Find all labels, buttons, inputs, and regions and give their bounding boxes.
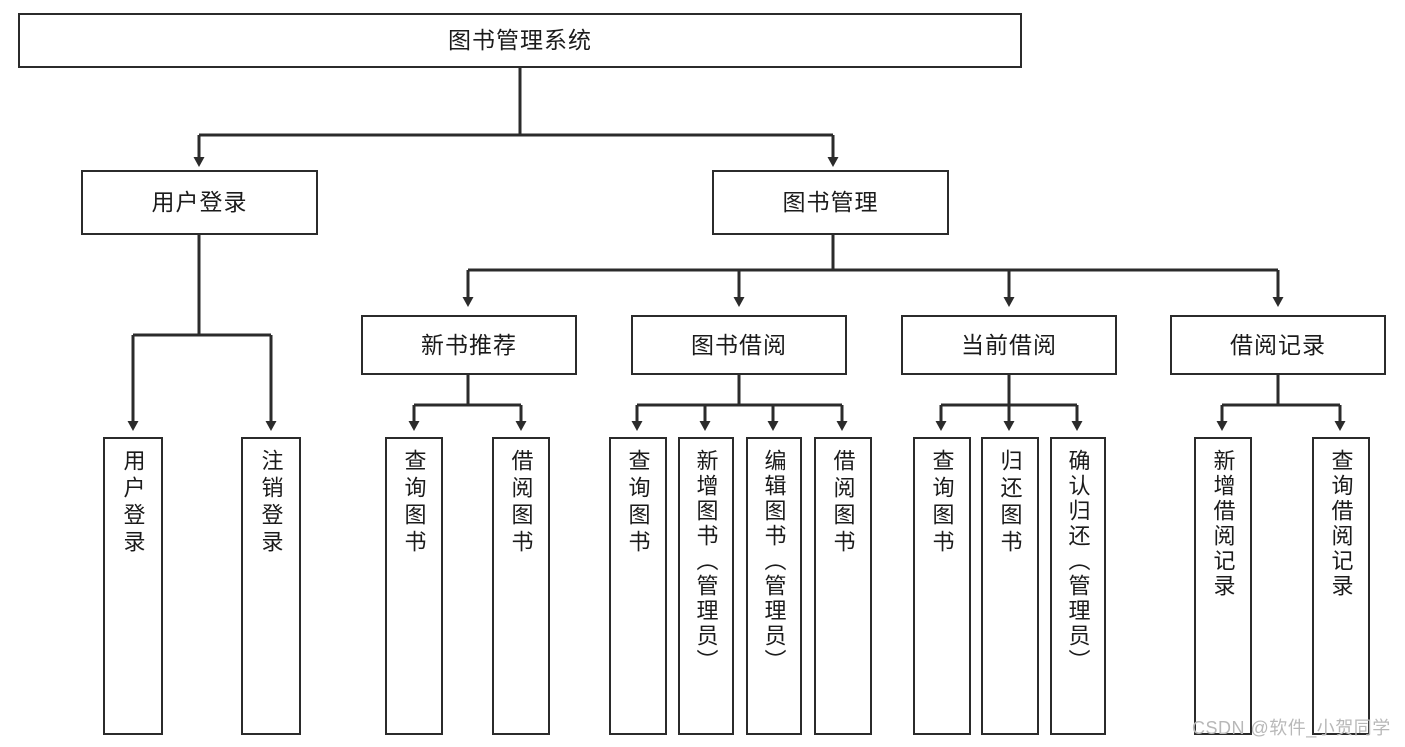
leaf-confirm-return-admin-label: 确认归还（管理员） bbox=[1065, 449, 1091, 674]
leaf-logout[interactable]: 注销登录 bbox=[241, 437, 301, 735]
node-root[interactable]: 图书管理系统 bbox=[18, 13, 1022, 68]
leaf-borrow-book-label: 借阅图书 bbox=[830, 449, 856, 557]
leaf-current-query-book[interactable]: 查询图书 bbox=[913, 437, 971, 735]
node-book-borrow[interactable]: 图书借阅 bbox=[631, 315, 847, 375]
leaf-logout-label: 注销登录 bbox=[258, 449, 284, 557]
node-root-label: 图书管理系统 bbox=[448, 27, 592, 54]
leaf-edit-book-admin-label: 编辑图书（管理员） bbox=[761, 449, 787, 674]
node-current-borrow-label: 当前借阅 bbox=[961, 331, 1057, 358]
leaf-new-book-query[interactable]: 查询图书 bbox=[385, 437, 443, 735]
leaf-edit-book-admin[interactable]: 编辑图书（管理员） bbox=[746, 437, 802, 735]
leaf-add-book-admin[interactable]: 新增图书（管理员） bbox=[678, 437, 734, 735]
node-book-management-label: 图书管理 bbox=[782, 189, 879, 216]
leaf-return-book-label: 归还图书 bbox=[997, 449, 1023, 557]
node-book-management[interactable]: 图书管理 bbox=[712, 170, 949, 235]
leaf-user-login-label: 用户登录 bbox=[120, 449, 146, 557]
leaf-query-borrow-record-label: 查询借阅记录 bbox=[1328, 449, 1354, 599]
leaf-add-borrow-record-label: 新增借阅记录 bbox=[1210, 449, 1236, 599]
csdn-watermark: CSDN @软件_小贺同学 bbox=[1192, 718, 1391, 738]
node-borrow-record[interactable]: 借阅记录 bbox=[1170, 315, 1386, 375]
leaf-user-login[interactable]: 用户登录 bbox=[103, 437, 163, 735]
leaf-borrow-book[interactable]: 借阅图书 bbox=[814, 437, 872, 735]
node-user-login[interactable]: 用户登录 bbox=[81, 170, 318, 235]
leaf-borrow-query-book[interactable]: 查询图书 bbox=[609, 437, 667, 735]
node-current-borrow[interactable]: 当前借阅 bbox=[901, 315, 1117, 375]
leaf-new-book-query-label: 查询图书 bbox=[401, 449, 427, 557]
leaf-new-book-borrow-label: 借阅图书 bbox=[508, 449, 534, 557]
node-new-book-recommend-label: 新书推荐 bbox=[421, 331, 517, 358]
leaf-return-book[interactable]: 归还图书 bbox=[981, 437, 1039, 735]
node-user-login-label: 用户登录 bbox=[151, 189, 248, 216]
leaf-confirm-return-admin[interactable]: 确认归还（管理员） bbox=[1050, 437, 1106, 735]
leaf-query-borrow-record[interactable]: 查询借阅记录 bbox=[1312, 437, 1370, 735]
node-book-borrow-label: 图书借阅 bbox=[691, 331, 787, 358]
leaf-borrow-query-book-label: 查询图书 bbox=[625, 449, 651, 557]
node-borrow-record-label: 借阅记录 bbox=[1230, 331, 1326, 358]
leaf-add-borrow-record[interactable]: 新增借阅记录 bbox=[1194, 437, 1252, 735]
node-new-book-recommend[interactable]: 新书推荐 bbox=[361, 315, 577, 375]
leaf-current-query-book-label: 查询图书 bbox=[929, 449, 955, 557]
leaf-new-book-borrow[interactable]: 借阅图书 bbox=[492, 437, 550, 735]
leaf-add-book-admin-label: 新增图书（管理员） bbox=[693, 449, 719, 674]
